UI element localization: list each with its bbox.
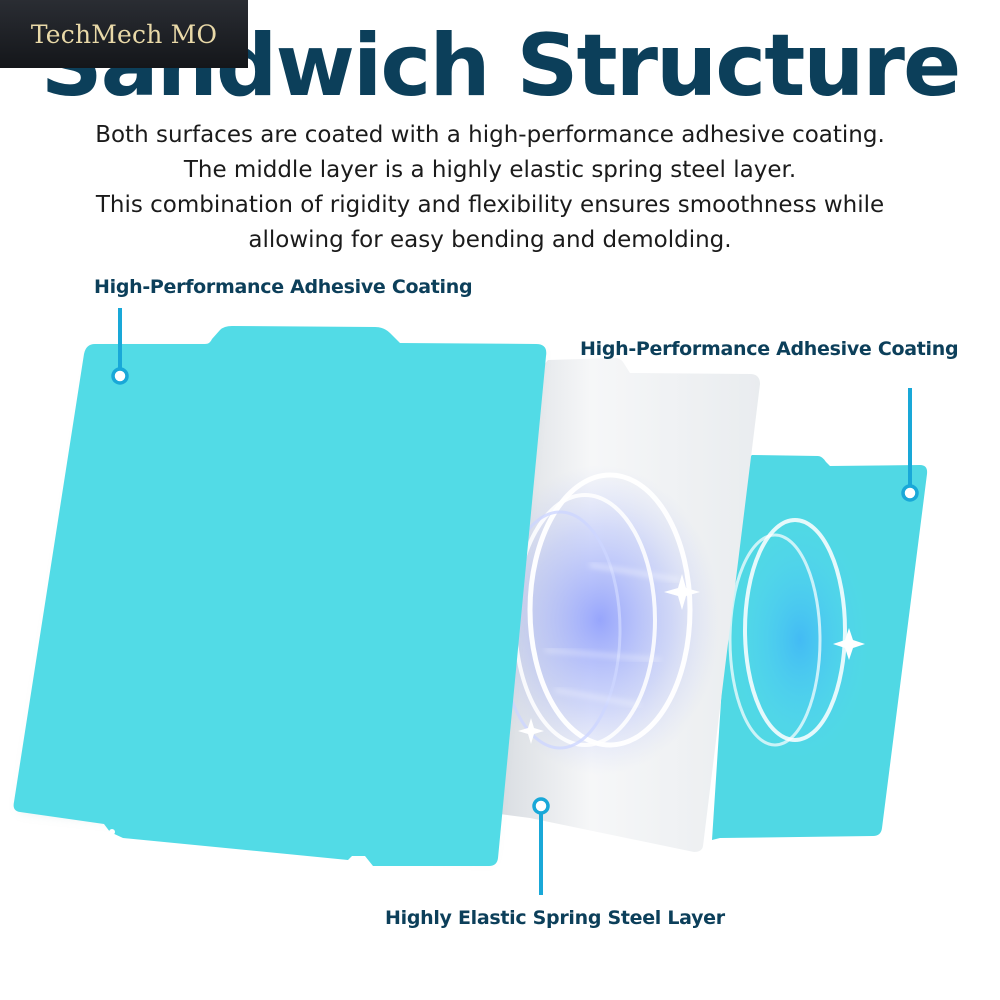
callout-middle <box>532 797 550 895</box>
description-line: Both surfaces are coated with a high-per… <box>95 122 885 148</box>
description-line: allowing for easy bending and demolding. <box>248 227 732 253</box>
label-back-layer: High-Performance Adhesive Coating <box>580 338 959 360</box>
watermark: TechMech MO <box>0 0 248 68</box>
description-line: The middle layer is a highly elastic spr… <box>183 157 797 183</box>
description-line: This combination of rigidity and flexibi… <box>95 192 885 218</box>
label-front-layer: High-Performance Adhesive Coating <box>94 276 473 298</box>
label-middle-layer: Highly Elastic Spring Steel Layer <box>385 907 725 929</box>
front-adhesive-sheet <box>13 326 547 866</box>
back-adhesive-sheet <box>712 455 928 840</box>
callout-back <box>901 388 919 502</box>
description: Both surfaces are coated with a high-per… <box>40 118 940 258</box>
steel-sheet <box>480 358 760 852</box>
callout-front <box>111 308 129 385</box>
